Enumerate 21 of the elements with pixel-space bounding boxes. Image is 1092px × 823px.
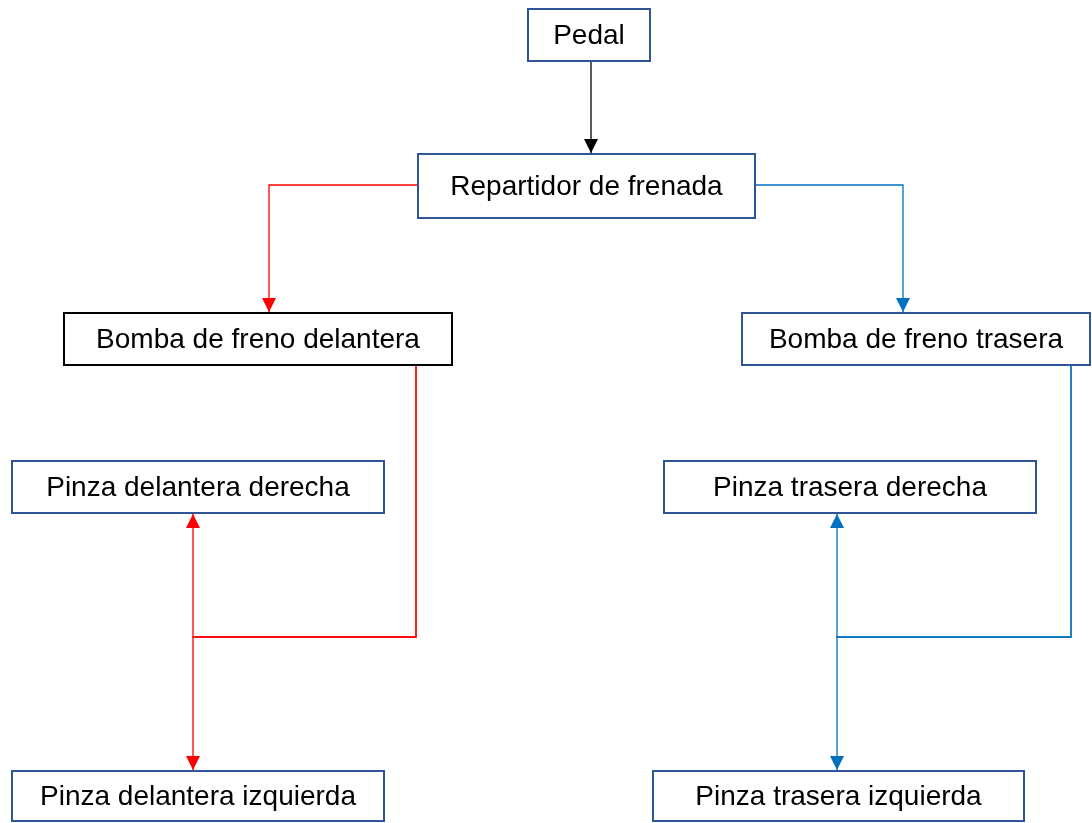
process-box xyxy=(63,312,453,366)
node-label: Pinza delantera derecha xyxy=(46,471,350,503)
process-box xyxy=(663,460,1037,514)
process-box xyxy=(11,460,385,514)
node-label: Pinza trasera izquierda xyxy=(695,780,982,812)
node-label: Bomba de freno delantera xyxy=(96,323,420,355)
process-box xyxy=(527,8,651,62)
process-box xyxy=(417,153,756,219)
node-label: Pinza trasera derecha xyxy=(713,471,987,503)
process-box xyxy=(741,312,1091,366)
process-box xyxy=(652,770,1025,822)
arrow xyxy=(830,365,1072,771)
arrow xyxy=(755,184,910,313)
node-label: Repartidor de frenada xyxy=(450,170,723,202)
node-label: Pinza delantera izquierda xyxy=(40,780,356,812)
arrow xyxy=(584,61,598,154)
node-label: Pedal xyxy=(553,19,625,51)
node-label: Bomba de freno trasera xyxy=(768,323,1064,355)
process-box xyxy=(11,770,385,822)
arrow xyxy=(262,184,418,313)
arrow xyxy=(186,365,417,771)
